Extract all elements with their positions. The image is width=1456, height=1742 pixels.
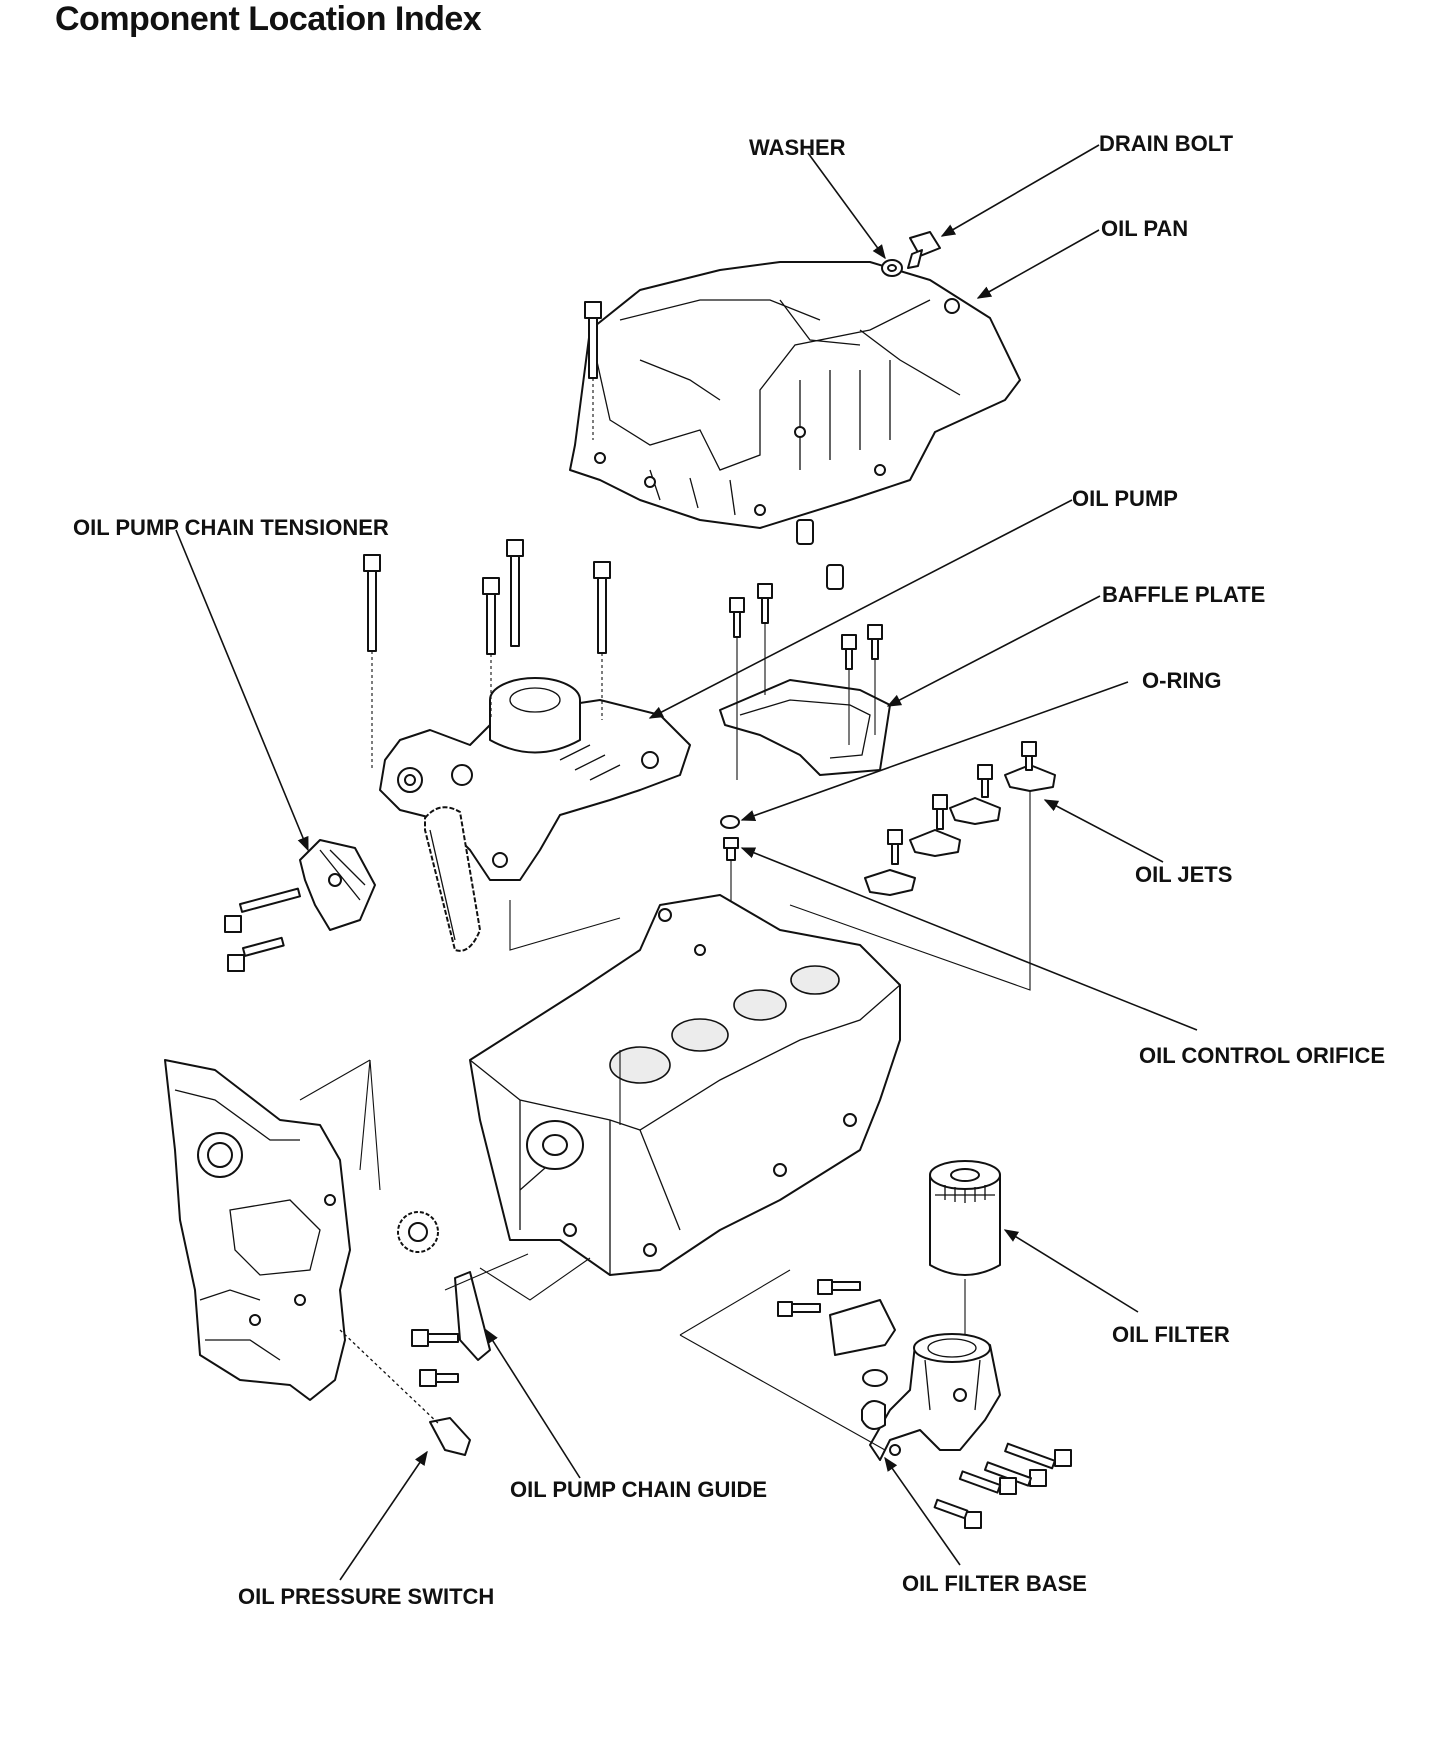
oil-pump-chain-tensioner — [224, 839, 376, 972]
label-oil-filter: OIL FILTER — [1112, 1322, 1230, 1347]
oil-pump-bolts — [363, 539, 611, 770]
label-oil-pan: OIL PAN — [1101, 216, 1188, 241]
oil-pan-bolt — [584, 301, 602, 440]
label-oil-pump-chain-tensioner: OIL PUMP CHAIN TENSIONER — [73, 515, 389, 540]
leader-lines — [175, 144, 1198, 1581]
oil-pump — [379, 677, 691, 881]
oil-pump-chain — [424, 806, 481, 952]
assembly-guide-lines — [299, 900, 621, 1291]
oil-pan — [569, 261, 1021, 590]
timing-chain-case — [164, 1059, 351, 1401]
label-oil-control-orifice: OIL CONTROL ORIFICE — [1139, 1043, 1385, 1068]
drain-bolt — [907, 231, 941, 269]
washer — [881, 259, 903, 277]
label-oil-jets: OIL JETS — [1135, 862, 1232, 887]
oil-pump-chain-guide — [411, 1257, 591, 1387]
oil-filter-base — [679, 1269, 1072, 1529]
label-washer: WASHER — [749, 135, 846, 160]
o-ring — [720, 815, 740, 829]
label-oil-filter-base: OIL FILTER BASE — [902, 1571, 1087, 1596]
label-o-ring: O-RING — [1142, 668, 1221, 693]
baffle-plate — [719, 583, 891, 780]
oil-filter — [929, 1160, 1001, 1365]
label-oil-pump-chain-guide: OIL PUMP CHAIN GUIDE — [510, 1477, 767, 1502]
label-oil-pressure-switch: OIL PRESSURE SWITCH — [238, 1584, 494, 1609]
label-drain-bolt: DRAIN BOLT — [1099, 131, 1234, 156]
label-oil-pump: OIL PUMP — [1072, 486, 1178, 511]
label-baffle-plate: BAFFLE PLATE — [1102, 582, 1265, 607]
crankshaft-sprocket — [397, 1211, 439, 1253]
oil-pressure-switch — [339, 1329, 471, 1456]
page-title: Component Location Index — [55, 0, 482, 38]
engine-block — [469, 894, 901, 1276]
callout-labels: WASHER DRAIN BOLT OIL PAN OIL PUMP OIL P… — [73, 131, 1385, 1609]
oil-jets — [789, 741, 1056, 991]
